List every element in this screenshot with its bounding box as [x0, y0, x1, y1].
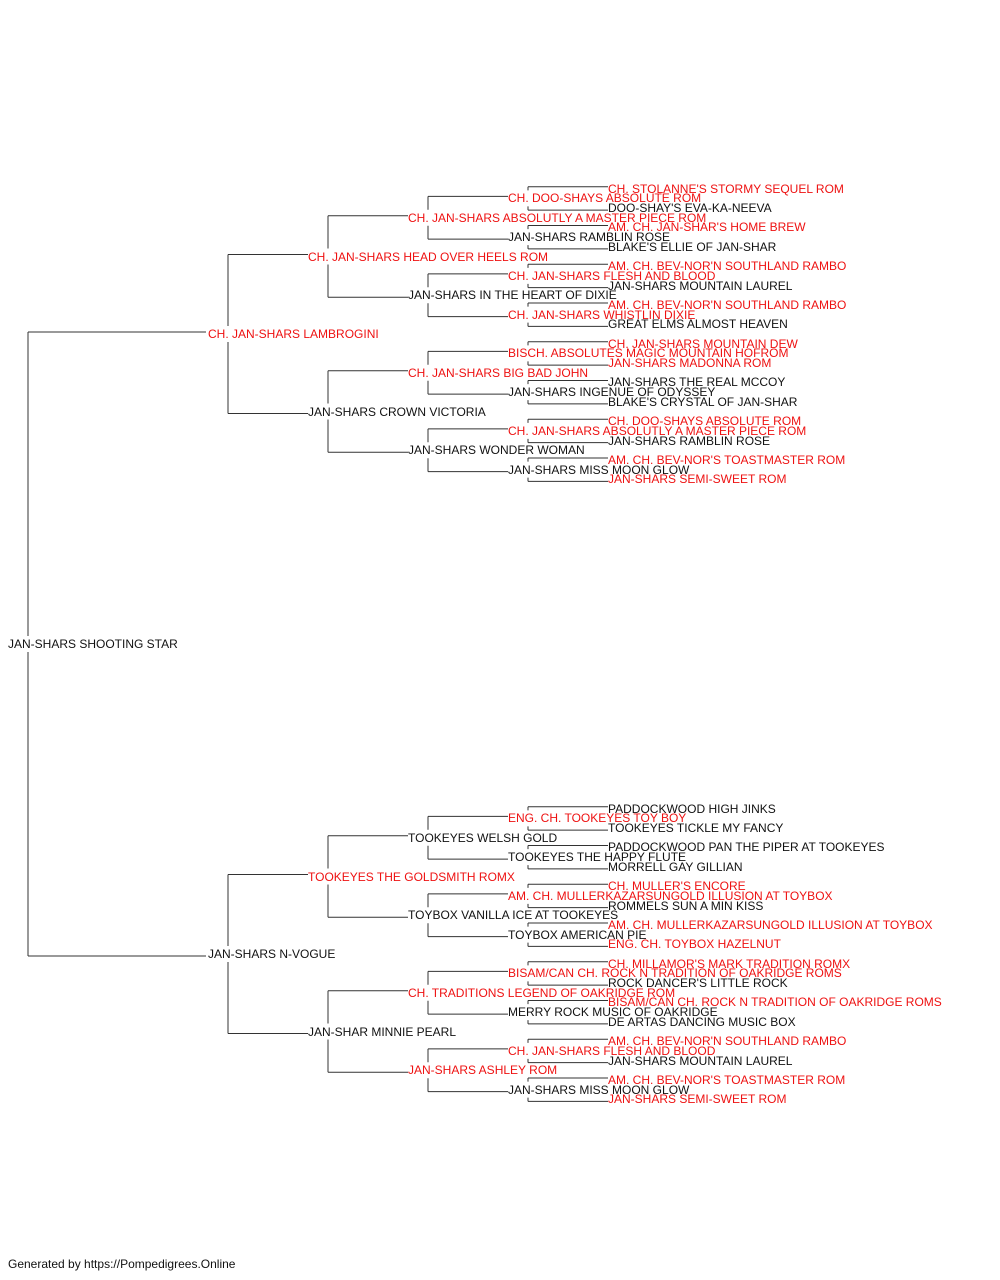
ancestor-name: CH. JAN-SHARS HEAD OVER HEELS ROM: [308, 249, 549, 264]
ancestor-name: TOOKEYES TICKLE MY FANCY: [608, 821, 784, 836]
ancestor-name: JAN-SHARS MISS MOON GLOW: [508, 1082, 690, 1097]
ancestor-name: CH. JAN-SHARS LAMBROGINI: [208, 327, 379, 341]
ancestor-name: CH. MULLER'S ENCORE: [608, 879, 746, 894]
footer-credit: Generated by https://Pompedigrees.Online: [8, 1257, 236, 1271]
ancestor-name: JAN-SHARS N-VOGUE: [208, 947, 336, 961]
ancestor-name: CH. JAN-SHARS MOUNTAIN DEW: [608, 336, 798, 351]
ancestor-name: JAN-SHARS MISS MOON GLOW: [508, 462, 690, 477]
ancestor-name: BISAM/CAN CH. ROCK N TRADITION OF OAKRID…: [608, 995, 942, 1010]
ancestor-name: BLAKE'S ELLIE OF JAN-SHAR: [608, 239, 777, 254]
ancestor-name: BISAM/CAN CH. ROCK N TRADITION OF OAKRID…: [508, 966, 842, 981]
ancestor-name: JAN-SHARS SEMI-SWEET ROM: [608, 472, 787, 487]
ancestor-name: AM. CH. BEV-NOR'N SOUTHLAND RAMBO: [608, 297, 847, 312]
ancestor-name: ENG. CH. TOYBOX HAZELNUT: [608, 937, 781, 952]
ancestor-name: CH. JAN-SHARS FLESH AND BLOOD: [508, 268, 716, 283]
ancestor-name: PADDOCKWOOD HIGH JINKS: [608, 801, 776, 816]
ancestor-name: CH. DOO-SHAYS ABSOLUTE ROM: [608, 414, 802, 429]
ancestor-name: JAN-SHARS SEMI-SWEET ROM: [608, 1092, 787, 1107]
ancestor-name: MORRELL GAY GILLIAN: [608, 859, 743, 874]
ancestor-name: JAN-SHARS MOUNTAIN LAUREL: [608, 278, 793, 293]
ancestor-name: JAN-SHARS CROWN VICTORIA: [308, 404, 486, 419]
ancestor-name: JAN-SHAR MINNIE PEARL: [308, 1024, 457, 1039]
ancestor-name: PADDOCKWOOD PAN THE PIPER AT TOOKEYES: [608, 840, 885, 855]
ancestor-name: CH. DOO-SHAYS ABSOLUTE ROM: [508, 191, 702, 206]
ancestor-name: CH. TRADITIONS LEGEND OF OAKRIDGE ROM: [408, 985, 676, 1000]
ancestor-name: AM. CH. BEV-NOR'N SOUTHLAND RAMBO: [608, 1034, 847, 1049]
ancestor-name: AM. CH. JAN-SHAR'S HOME BREW: [608, 220, 806, 235]
ancestor-name: GREAT ELMS ALMOST HEAVEN: [608, 317, 788, 332]
ancestor-name: CH. JAN-SHARS BIG BAD JOHN: [408, 365, 589, 380]
ancestor-name: JAN-SHARS MADONNA ROM: [608, 356, 772, 371]
ancestor-name: TOOKEYES WELSH GOLD: [408, 830, 558, 845]
ancestor-name: JAN-SHARS MOUNTAIN LAUREL: [608, 1053, 793, 1068]
ancestor-name: ENG. CH. TOOKEYES TOY BOY: [508, 811, 687, 826]
ancestor-name: JAN-SHARS ASHLEY ROM: [408, 1063, 558, 1078]
ancestor-name: TOOKEYES THE GOLDSMITH ROMX: [308, 869, 515, 884]
ancestor-name: CH. MILLAMOR'S MARK TRADITION ROMX: [608, 956, 851, 971]
ancestor-name: AM. CH. MULLERKAZARSUNGOLD ILLUSION AT T…: [508, 888, 833, 903]
ancestor-name: JAN-SHARS RAMBLIN ROSE: [608, 433, 771, 448]
ancestor-name: CH. STOLANNE'S STORMY SEQUEL ROM: [608, 181, 844, 196]
subject-name: JAN-SHARS SHOOTING STAR: [8, 637, 178, 651]
ancestor-name: CH. JAN-SHARS FLESH AND BLOOD: [508, 1043, 716, 1058]
ancestor-name: ROMMELS SUN A MIN KISS: [608, 898, 764, 913]
ancestor-name: MERRY ROCK MUSIC OF OAKRIDGE: [508, 1005, 718, 1020]
ancestor-name: BISCH. ABSOLUTES MAGIC MOUNTAIN HOFROM: [508, 346, 789, 361]
ancestor-name: TOOKEYES THE HAPPY FLUTE: [508, 850, 687, 865]
ancestor-name: CH. JAN-SHARS ABSOLUTLY A MASTER PIECE R…: [508, 423, 807, 438]
ancestor-name: AM. CH. BEV-NOR'N SOUTHLAND RAMBO: [608, 259, 847, 274]
ancestor-name: JAN-SHARS RAMBLIN ROSE: [508, 230, 671, 245]
ancestor-name: DOO-SHAY'S EVA-KA-NEEVA: [608, 201, 772, 216]
ancestor-name: AM. CH. BEV-NOR'S TOASTMASTER ROM: [608, 452, 846, 467]
ancestor-name: CH. JAN-SHARS ABSOLUTLY A MASTER PIECE R…: [408, 210, 707, 225]
ancestor-name: AM. CH. BEV-NOR'S TOASTMASTER ROM: [608, 1072, 846, 1087]
ancestor-name: JAN-SHARS INGENUE OF ODYSSEY: [508, 385, 716, 400]
ancestor-name: DE ARTAS DANCING MUSIC BOX: [608, 1014, 796, 1029]
ancestor-name: AM. CH. MULLERKAZARSUNGOLD ILLUSION AT T…: [608, 917, 933, 932]
ancestor-name: TOYBOX VANILLA ICE AT TOOKEYES: [408, 908, 619, 923]
ancestor-name: BLAKE'S CRYSTAL OF JAN-SHAR: [608, 394, 798, 409]
ancestor-name: ROCK DANCER'S LITTLE ROCK: [608, 976, 788, 991]
ancestor-name: CH. JAN-SHARS WHISTLIN DIXIE: [508, 307, 696, 322]
ancestor-name: JAN-SHARS WONDER WOMAN: [408, 443, 585, 458]
ancestor-name: JAN-SHARS THE REAL MCCOY: [608, 375, 786, 390]
ancestor-name: TOYBOX AMERICAN PIE: [508, 927, 647, 942]
ancestor-name: JAN-SHARS IN THE HEART OF DIXIE: [408, 288, 617, 303]
